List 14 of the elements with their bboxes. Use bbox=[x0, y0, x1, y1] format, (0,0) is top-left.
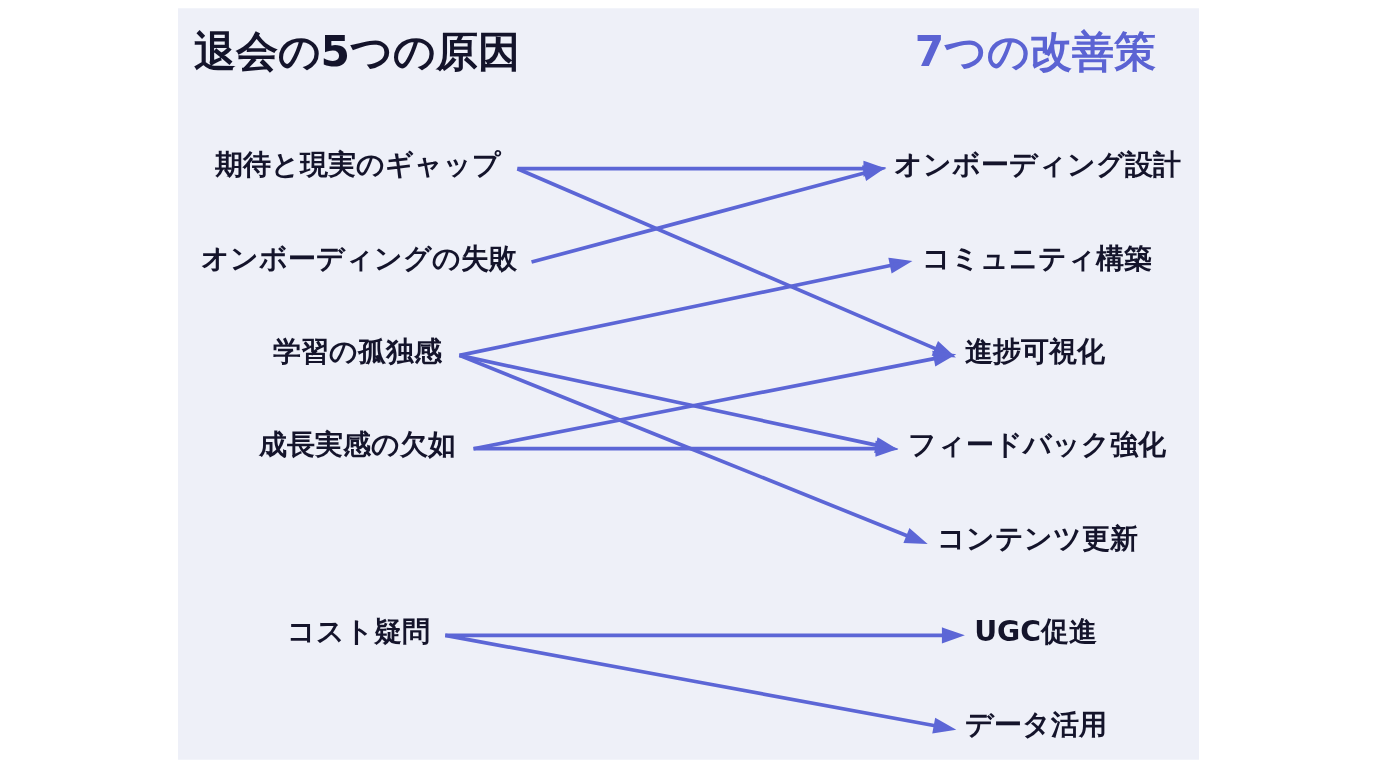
node-text: 期待と現実のギャップ bbox=[214, 148, 501, 182]
node-text: コミュニティ構築 bbox=[921, 241, 1152, 275]
node-text: コンテンツ更新 bbox=[936, 521, 1138, 555]
node-text: オンボーディング設計 bbox=[893, 148, 1181, 182]
node-text: フィードバック強化 bbox=[907, 428, 1166, 462]
node-text: 成長実感の欠如 bbox=[258, 428, 456, 462]
node-text: 進捗可視化 bbox=[964, 335, 1105, 369]
node-text: コスト疑問 bbox=[286, 615, 430, 649]
node-text: データ活用 bbox=[964, 708, 1107, 742]
label: 退会の5つの原因 bbox=[193, 27, 520, 77]
label: 7つの改善策 bbox=[914, 27, 1156, 77]
node-text: オンボーディングの失敗 bbox=[200, 241, 517, 275]
node-text: 学習の孤独感 bbox=[272, 335, 442, 369]
node-text: UGC促進 bbox=[973, 615, 1097, 649]
